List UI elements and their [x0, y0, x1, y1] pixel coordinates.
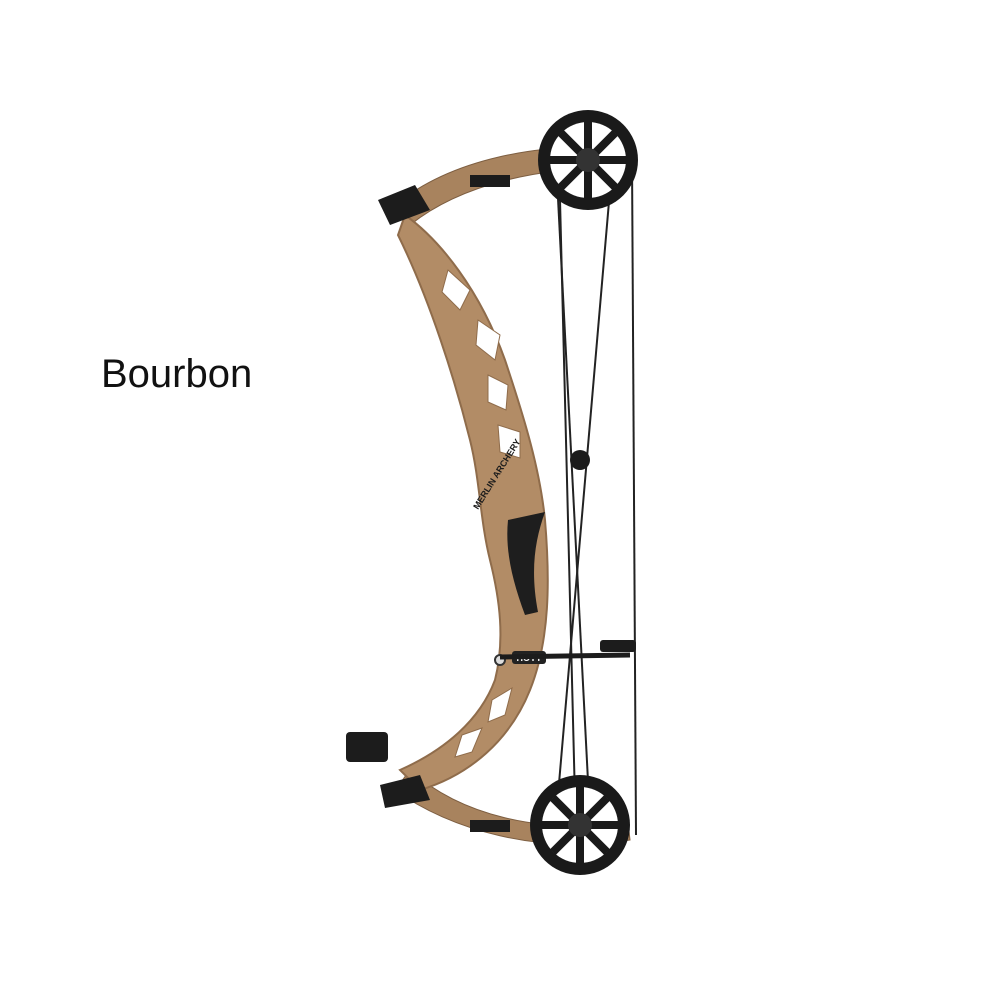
bowstring	[631, 159, 637, 836]
color-name-label: Bourbon	[101, 352, 253, 396]
riser-cutouts	[441, 269, 521, 758]
bow-strings	[554, 139, 637, 836]
stabilizer-mount	[346, 732, 388, 762]
string-stop	[570, 450, 590, 470]
cable	[554, 189, 611, 831]
peep-sight	[600, 640, 636, 652]
grip	[507, 512, 545, 615]
top-cam	[538, 110, 638, 210]
cable	[559, 199, 576, 801]
bottom-cam	[530, 775, 630, 875]
limb-pockets	[378, 175, 510, 832]
cable-guard	[499, 652, 631, 660]
